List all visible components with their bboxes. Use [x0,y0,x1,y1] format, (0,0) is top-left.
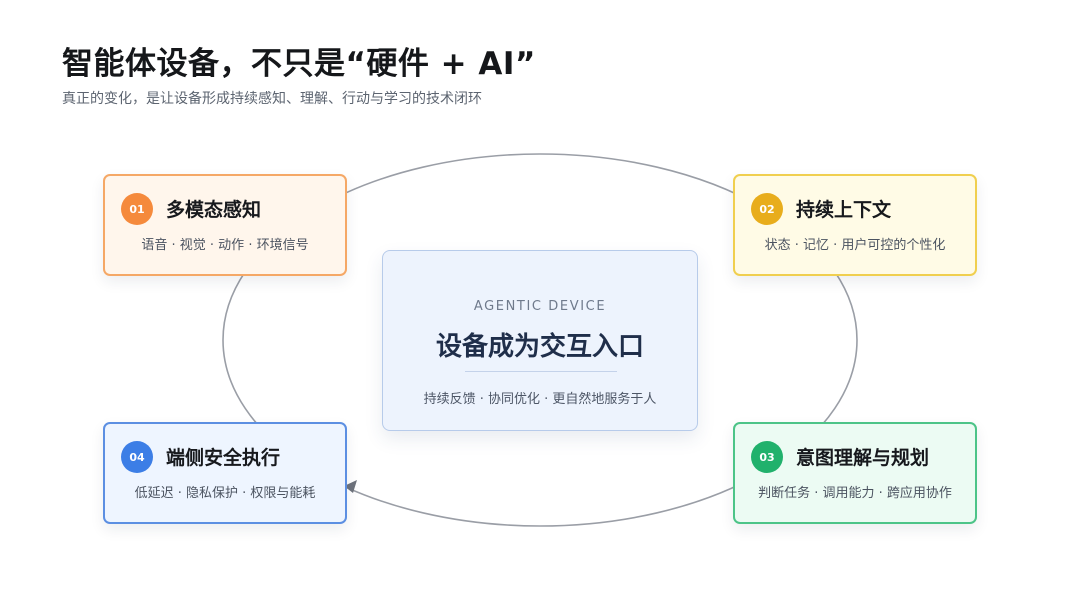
card-title: 多模态感知 [166,199,262,221]
center-title: 设备成为交互入口 [435,332,644,362]
page-title: 智能体设备，不只是“硬件 + AI” [62,46,536,82]
center-eyebrow: AGENTIC DEVICE [473,299,607,314]
card-description: 判断任务 · 调用能力 · 跨应用协作 [758,486,952,501]
card-on-device-execution: 04 端侧安全执行 低延迟 · 隐私保护 · 权限与能耗 [103,422,347,524]
arrowhead-icon [344,480,357,493]
card-title: 持续上下文 [796,199,892,221]
card-number-badge: 04 [121,441,153,473]
center-divider [465,371,617,372]
cycle-ellipse [222,153,858,527]
card-number-badge: 02 [751,193,783,225]
card-multimodal-perception: 01 多模态感知 语音 · 视觉 · 动作 · 环境信号 [103,174,347,276]
card-intent-planning: 03 意图理解与规划 判断任务 · 调用能力 · 跨应用协作 [733,422,977,524]
center-description: 持续反馈 · 协同优化 · 更自然地服务于人 [423,392,657,407]
card-number-badge: 03 [751,441,783,473]
page-subtitle: 真正的变化，是让设备形成持续感知、理解、行动与学习的技术闭环 [62,91,482,107]
card-number-badge: 01 [121,193,153,225]
center-hub-card: AGENTIC DEVICE 设备成为交互入口 持续反馈 · 协同优化 · 更自… [382,250,698,431]
card-description: 状态 · 记忆 · 用户可控的个性化 [764,238,946,253]
card-title: 端侧安全执行 [166,447,281,469]
card-persistent-context: 02 持续上下文 状态 · 记忆 · 用户可控的个性化 [733,174,977,276]
card-description: 语音 · 视觉 · 动作 · 环境信号 [141,238,309,253]
card-title: 意图理解与规划 [796,447,930,469]
card-description: 低延迟 · 隐私保护 · 权限与能耗 [134,486,316,501]
